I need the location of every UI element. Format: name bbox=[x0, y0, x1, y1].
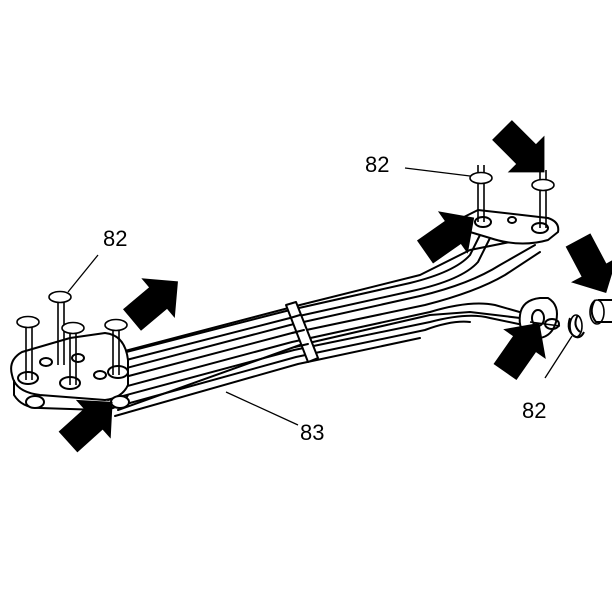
callout-83-hose: 83 bbox=[300, 420, 324, 445]
callout-82-upper-right: 82 bbox=[365, 152, 389, 177]
arrow-icon bbox=[115, 261, 195, 340]
clamp-band bbox=[285, 301, 319, 363]
tube-2 bbox=[99, 244, 536, 376]
callout-82-lower-right: 82 bbox=[522, 398, 546, 423]
leader-lines bbox=[67, 167, 573, 426]
seal-ring-icon bbox=[48, 290, 72, 304]
seal-ring-icon bbox=[531, 178, 555, 192]
seal-ring-icon bbox=[16, 315, 40, 329]
right-lower-rings bbox=[529, 299, 605, 338]
seal-ring-icon bbox=[104, 318, 128, 332]
right-upper-flange bbox=[460, 209, 560, 245]
tube-1 bbox=[94, 234, 481, 361]
tube-4 bbox=[111, 320, 471, 409]
arrow-icon bbox=[555, 227, 612, 306]
arrow-icon bbox=[483, 111, 563, 191]
tube-3 bbox=[104, 302, 531, 393]
seal-ring-icon bbox=[61, 321, 85, 335]
seal-ring-icon bbox=[469, 171, 493, 185]
hose-assembly bbox=[59, 231, 556, 417]
callout-82-left: 82 bbox=[103, 226, 127, 251]
